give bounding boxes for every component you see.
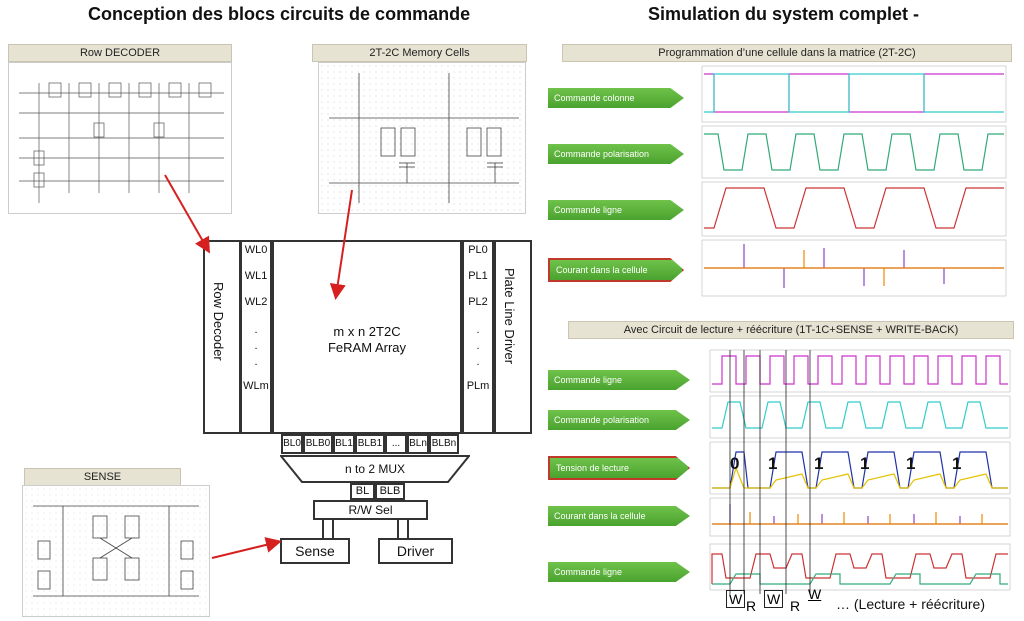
wl-label: . [254, 340, 258, 352]
sense-block: Sense [280, 538, 350, 564]
prog-label-3: Courant dans la cellule [548, 258, 684, 282]
read-waveforms [709, 349, 1011, 594]
wr-label: W [764, 590, 784, 608]
bit-value: 1 [814, 454, 824, 473]
bl-label: ... [385, 434, 407, 454]
read-label-1: Commande polarisation [548, 410, 690, 430]
bl-label: BL1 [333, 434, 355, 454]
pl-label: . [476, 340, 480, 352]
wl-label: WL2 [244, 296, 268, 308]
bl-label: BLB0 [303, 434, 333, 454]
memory-cells-panel-title: 2T-2C Memory Cells [312, 44, 527, 62]
row-decoder-panel-title: Row DECODER [8, 44, 232, 62]
bl-label: BLBn [429, 434, 459, 454]
bit-value: 0 [730, 454, 740, 473]
plateline-column: PL0 PL1 PL2 . . . PLm [462, 240, 494, 434]
arrow-decoder [164, 174, 210, 254]
arrow-sense [211, 537, 282, 559]
bit-value: 1 [860, 454, 870, 473]
wr-label: R [746, 598, 757, 614]
pl-label: . [476, 324, 480, 336]
prog-panel-title: Programmation d’une cellule dans la matr… [562, 44, 1012, 62]
bit-value: 1 [906, 454, 916, 473]
array-label-1: m x n 2T2C [333, 324, 401, 339]
prog-label-2: Commande ligne [548, 200, 684, 220]
plate-driver-label: Plate Line Driver [502, 268, 517, 365]
row-decoder-block: Row Decoder [203, 240, 241, 434]
wl-label: WL0 [244, 244, 268, 256]
bl-out-label: BL [350, 483, 375, 500]
driver-block: Driver [378, 538, 453, 564]
wordline-column: WL0 WL1 WL2 . . . WLm [240, 240, 272, 434]
wl-label: . [254, 356, 258, 368]
wr-label: W [808, 586, 822, 602]
wr-label: R [790, 598, 801, 614]
pl-label: PL0 [468, 244, 488, 256]
left-title: Conception des blocs circuits de command… [88, 4, 471, 24]
pl-label: PL1 [468, 270, 488, 282]
read-label-3: Courant dans la cellule [548, 506, 690, 526]
rw-connector-lines [322, 520, 409, 540]
mux-shape [280, 455, 470, 483]
bl-label: BLn [407, 434, 429, 454]
pl-label: PLm [466, 380, 490, 392]
mux-label: n to 2 MUX [344, 462, 406, 476]
wl-label: WLm [243, 380, 269, 392]
pl-label: . [476, 356, 480, 368]
row-decoder-schematic [8, 62, 232, 214]
sense-schematic [22, 485, 210, 617]
wl-label: . [254, 324, 258, 336]
read-label-0: Commande ligne [548, 370, 690, 390]
rw-sel-block: R/W Sel [313, 500, 428, 520]
pl-label: PL2 [468, 296, 488, 308]
read-label-2: Tension de lecture [548, 456, 690, 480]
bit-value: 1 [768, 454, 778, 473]
bitline-row: BL0 BLB0 BL1 BLB1 ... BLn BLBn [281, 434, 459, 454]
read-label-4: Commande ligne [548, 562, 690, 582]
wl-label: WL1 [244, 270, 268, 282]
bl-label: BLB1 [355, 434, 385, 454]
prog-waveforms [701, 65, 1007, 297]
arrow-cells [329, 189, 353, 300]
row-decoder-label: Row Decoder [211, 282, 226, 361]
feram-array-block: m x n 2T2C FeRAM Array [272, 240, 462, 434]
blb-out-label: BLB [375, 483, 405, 500]
read-panel-title: Avec Circuit de lecture + réécriture (1T… [568, 321, 1014, 339]
wr-label: W [726, 590, 746, 608]
memory-cells-schematic [318, 62, 526, 214]
wr-note: … (Lecture + réécriture) [836, 596, 985, 612]
right-title: Simulation du system complet - [648, 4, 920, 24]
bl-label: BL0 [281, 434, 303, 454]
bit-value: 1 [952, 454, 962, 473]
array-label-2: FeRAM Array [327, 340, 406, 355]
prog-label-1: Commande polarisation [548, 144, 684, 164]
plate-line-driver-block: Plate Line Driver [494, 240, 532, 434]
prog-label-0: Commande colonne [548, 88, 684, 108]
